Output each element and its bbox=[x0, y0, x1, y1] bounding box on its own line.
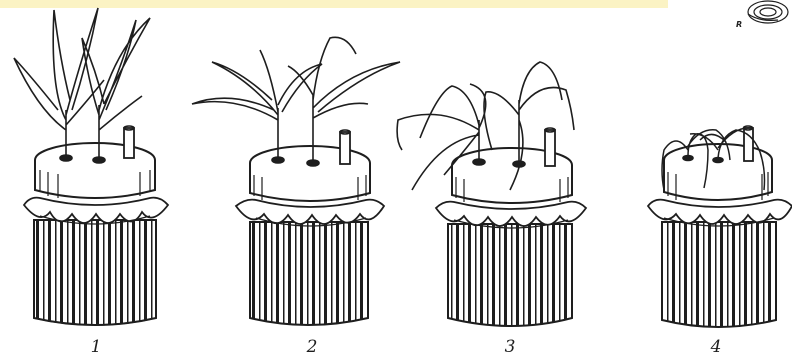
logo-letter: R bbox=[736, 20, 742, 29]
jar-2-label: 2 bbox=[297, 337, 327, 357]
jar-1 bbox=[14, 8, 168, 325]
publisher-logo bbox=[748, 1, 788, 23]
jar-1-label: 1 bbox=[81, 337, 111, 357]
jar-4 bbox=[648, 126, 792, 327]
jar-2 bbox=[192, 37, 400, 325]
jar-4-label: 4 bbox=[701, 337, 731, 357]
jar-3-label: 3 bbox=[495, 337, 525, 357]
jar-3 bbox=[397, 62, 586, 326]
